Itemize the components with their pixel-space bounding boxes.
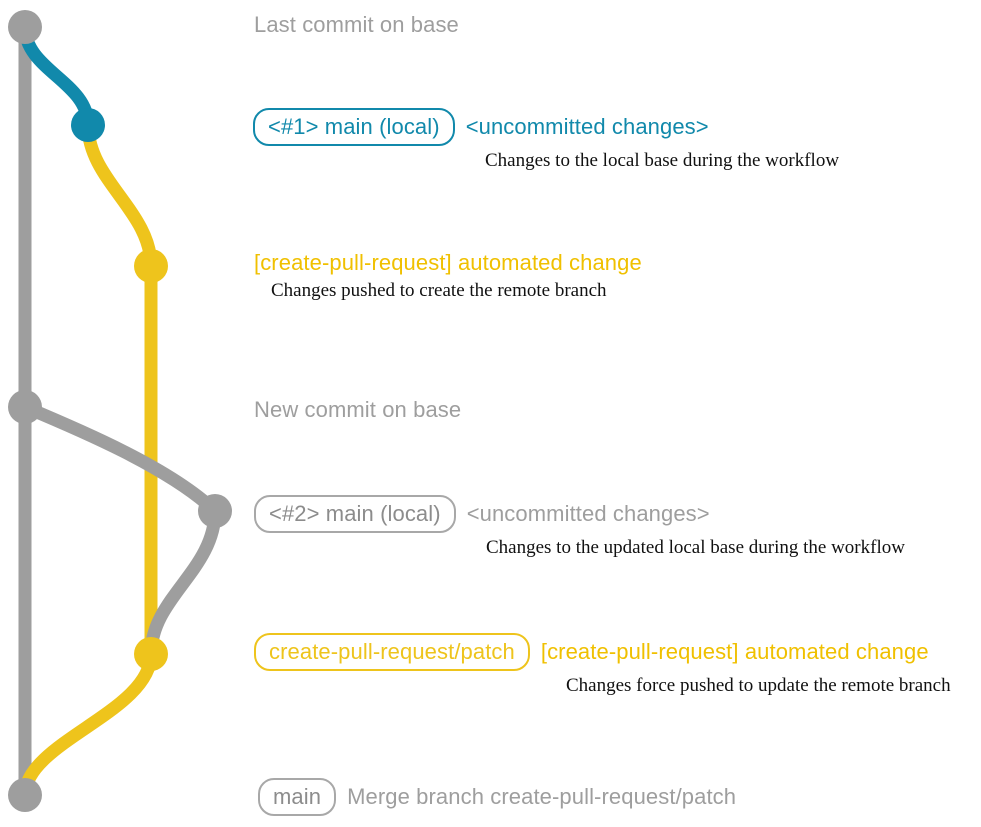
row-automated-change-2: create-pull-request/patch [create-pull-r…	[254, 633, 951, 697]
node-merge-commit	[8, 778, 42, 812]
edge-local-2-to-patch-2	[144, 504, 222, 661]
node-local-main-2	[198, 494, 232, 528]
node-automated-change-1	[134, 249, 168, 283]
row-local-main-1: <#1> main (local) <uncommitted changes> …	[253, 108, 839, 172]
edge-patch-2-to-merge	[18, 647, 158, 802]
branch-badge-main[interactable]: main	[258, 778, 337, 816]
commit-message-automated-change-2: [create-pull-request] automated change	[540, 639, 929, 664]
node-automated-change-2	[134, 637, 168, 671]
commit-message-automated-change-1: [create-pull-request] automated change	[254, 250, 642, 275]
row-automated-change-1: [create-pull-request] automated change C…	[254, 250, 642, 302]
row-last-commit-on-base: Last commit on base	[254, 12, 459, 38]
edge-base-to-local-2	[18, 400, 222, 518]
commit-message-local-main-2: <uncommitted changes>	[466, 501, 710, 526]
new-commit-on-base-label: New commit on base	[254, 397, 462, 422]
row-new-commit-on-base: New commit on base	[254, 397, 461, 423]
commit-note-local-main-1: Changes to the local base during the wor…	[485, 150, 840, 171]
commit-note-automated-change-1: Changes pushed to create the remote bran…	[271, 280, 607, 301]
edge-base-to-local-1	[18, 20, 95, 132]
commit-message-local-main-1: <uncommitted changes>	[465, 114, 709, 139]
row-local-main-2: <#2> main (local) <uncommitted changes> …	[254, 495, 905, 559]
commit-message-merge-commit: Merge branch create-pull-request/patch	[347, 784, 737, 809]
branch-badge-local-main-1[interactable]: <#1> main (local)	[253, 108, 455, 146]
branch-badge-local-main-2[interactable]: <#2> main (local)	[254, 495, 456, 533]
row-merge-commit: main Merge branch create-pull-request/pa…	[258, 778, 736, 816]
edge-local-1-to-patch-1	[81, 118, 158, 273]
branch-badge-create-pull-request-patch[interactable]: create-pull-request/patch	[254, 633, 530, 671]
node-new-commit-on-base	[8, 390, 42, 424]
last-commit-on-base-label: Last commit on base	[254, 12, 459, 37]
commit-note-automated-change-2: Changes force pushed to update the remot…	[566, 675, 951, 696]
node-last-commit-on-base	[8, 10, 42, 44]
commit-nodes	[8, 10, 232, 812]
node-local-main-1	[71, 108, 105, 142]
commit-note-local-main-2: Changes to the updated local base during…	[486, 537, 905, 558]
